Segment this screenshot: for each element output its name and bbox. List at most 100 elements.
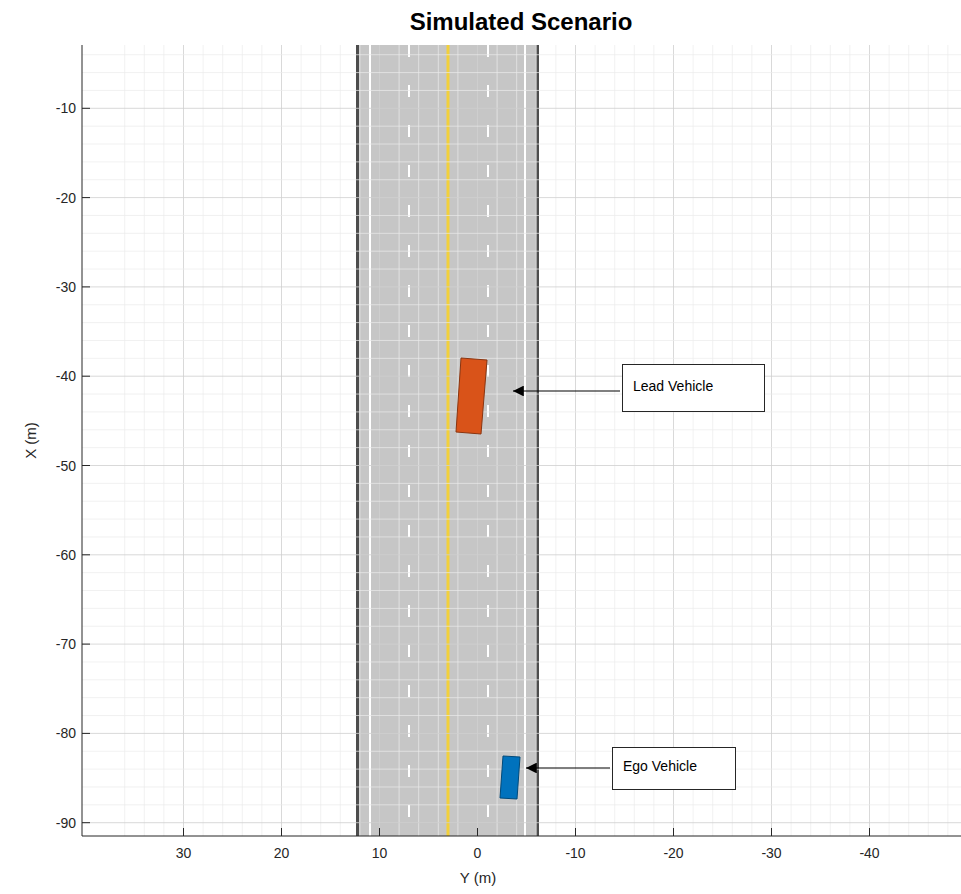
- leader-arrow: [526, 767, 610, 768]
- tick-mark: [82, 108, 90, 109]
- grid-minor: [82, 751, 961, 752]
- grid-minor: [614, 45, 615, 836]
- grid-minor: [124, 45, 125, 836]
- grid-major: [82, 197, 961, 198]
- grid-minor: [516, 45, 517, 836]
- grid-major: [673, 45, 674, 836]
- grid-minor: [82, 697, 961, 698]
- grid-major: [82, 376, 961, 377]
- grid-minor: [301, 45, 302, 836]
- tick-label: -30: [56, 280, 76, 294]
- chart-title: Simulated Scenario: [410, 10, 633, 34]
- tick-label: -40: [859, 846, 879, 860]
- callout-text: Ego Vehicle: [623, 758, 725, 775]
- grid-minor: [82, 72, 961, 73]
- grid-minor: [653, 45, 654, 836]
- grid-major: [281, 45, 282, 836]
- grid-minor: [438, 45, 439, 836]
- grid-major: [869, 45, 870, 836]
- tick-mark: [82, 286, 90, 287]
- grid-minor: [810, 45, 811, 836]
- road-edge: [536, 45, 539, 836]
- grid-minor: [732, 45, 733, 836]
- grid-major: [575, 45, 576, 836]
- tick-label: -20: [663, 846, 683, 860]
- grid-minor: [82, 608, 961, 609]
- callout-box: Ego Vehicle: [612, 747, 736, 790]
- grid-minor: [399, 45, 400, 836]
- grid-minor: [82, 322, 961, 323]
- tick-label: -50: [56, 459, 76, 473]
- grid-minor: [82, 590, 961, 591]
- tick-label: -10: [565, 846, 585, 860]
- axes-background: [82, 45, 961, 836]
- tick-mark: [673, 828, 674, 836]
- callout-box: Lead Vehicle: [622, 364, 765, 412]
- grid-minor: [82, 161, 961, 162]
- grid-minor: [791, 45, 792, 836]
- grid-minor: [634, 45, 635, 836]
- grid-minor: [82, 447, 961, 448]
- grid-minor: [82, 715, 961, 716]
- grid-major: [82, 822, 961, 823]
- grid-minor: [82, 501, 961, 502]
- grid-minor: [82, 572, 961, 573]
- tick-label: -40: [56, 369, 76, 383]
- grid-minor: [693, 45, 694, 836]
- grid-minor: [595, 45, 596, 836]
- grid-minor: [82, 679, 961, 680]
- tick-mark: [82, 644, 90, 645]
- road: [356, 45, 539, 836]
- grid-minor: [82, 519, 961, 520]
- grid-minor: [82, 358, 961, 359]
- grid-minor: [82, 144, 961, 145]
- grid-major: [82, 733, 961, 734]
- grid-minor: [889, 45, 890, 836]
- tick-mark: [869, 828, 870, 836]
- grid-minor: [536, 45, 537, 836]
- road-edge: [356, 45, 359, 836]
- tick-label: -30: [761, 846, 781, 860]
- axis-label: Y (m): [460, 870, 496, 885]
- callout-text: Lead Vehicle: [633, 378, 754, 395]
- lane-dash: [408, 45, 410, 836]
- grid-major: [82, 554, 961, 555]
- grid-minor: [163, 45, 164, 836]
- grid-minor: [82, 536, 961, 537]
- lane-boundary: [524, 45, 526, 836]
- tick-mark: [82, 376, 90, 377]
- grid-minor: [82, 269, 961, 270]
- grid-minor: [261, 45, 262, 836]
- grid-major: [82, 644, 961, 645]
- grid-major: [183, 45, 184, 836]
- grid-minor: [82, 483, 961, 484]
- grid-minor: [82, 304, 961, 305]
- tick-mark: [281, 828, 282, 836]
- grid-minor: [555, 45, 556, 836]
- tick-label: -90: [56, 816, 76, 830]
- tick-mark: [771, 828, 772, 836]
- lane-boundary: [369, 45, 371, 836]
- grid-minor: [82, 411, 961, 412]
- grid-minor: [320, 45, 321, 836]
- grid-minor: [242, 45, 243, 836]
- grid-minor: [928, 45, 929, 836]
- center-line: [447, 45, 450, 836]
- tick-label: -80: [56, 726, 76, 740]
- lead-vehicle: [456, 358, 487, 434]
- grid-minor: [82, 661, 961, 662]
- tick-label: 20: [274, 846, 290, 860]
- tick-mark: [183, 828, 184, 836]
- grid-major: [82, 108, 961, 109]
- grid-minor: [82, 54, 961, 55]
- grid-minor: [497, 45, 498, 836]
- tick-label: 10: [372, 846, 388, 860]
- grid-minor: [82, 215, 961, 216]
- grid: [82, 45, 961, 836]
- grid-minor: [82, 786, 961, 787]
- grid-minor: [82, 394, 961, 395]
- tick-label: -10: [56, 101, 76, 115]
- grid-minor: [222, 45, 223, 836]
- grid-minor: [82, 626, 961, 627]
